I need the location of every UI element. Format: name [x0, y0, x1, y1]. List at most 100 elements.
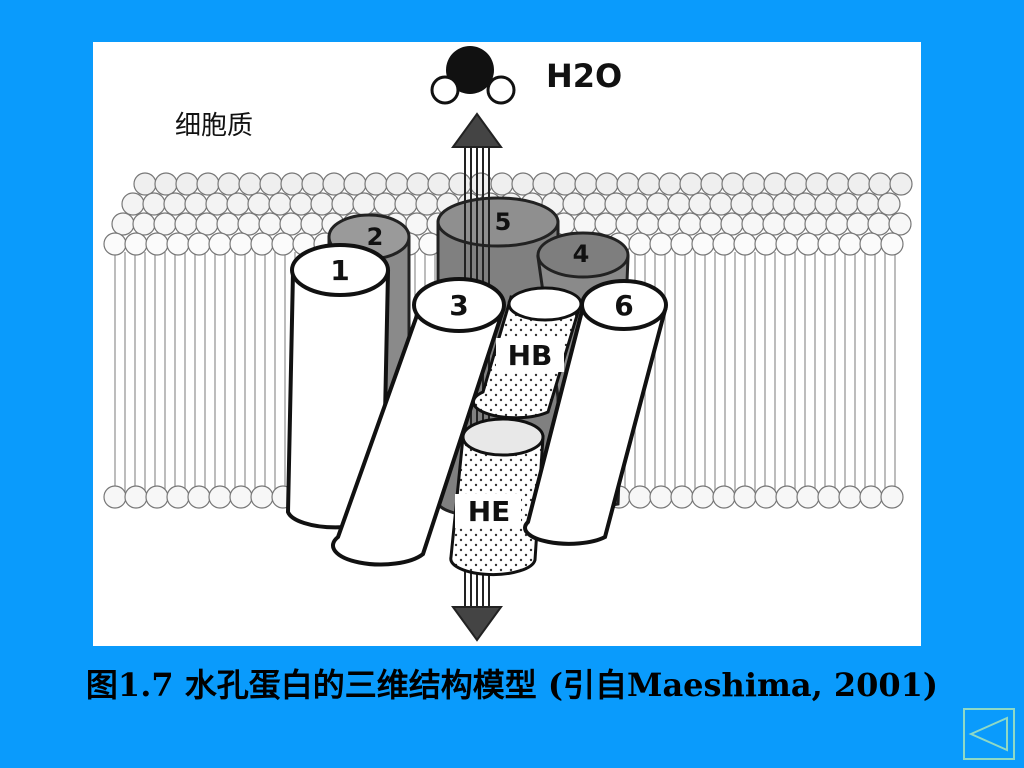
lipid-head [175, 172, 199, 196]
lipid-head [174, 212, 198, 236]
lipid-head [271, 232, 295, 256]
lipid-head [208, 232, 232, 256]
lipid-head [859, 485, 883, 509]
lipid-head [145, 232, 169, 256]
lipid-head [720, 212, 744, 236]
lipid-head [237, 212, 261, 236]
lipid-head [670, 485, 694, 509]
water-molecule-icon [430, 46, 516, 105]
lipid-head [111, 212, 135, 236]
lipid-head [166, 485, 190, 509]
lipid-head [595, 172, 619, 196]
lipid-head [187, 485, 211, 509]
figure-panel: 2 5 4 1 [93, 42, 921, 646]
lipid-head [649, 232, 673, 256]
lipid-head [280, 172, 304, 196]
lipid-head [888, 212, 912, 236]
lipid-head [742, 172, 766, 196]
lipid-head [796, 485, 820, 509]
helix-5-label: 5 [495, 208, 512, 236]
lipid-head [691, 485, 715, 509]
lipid-head [877, 192, 901, 216]
lipid-head [238, 172, 262, 196]
lipid-head [132, 212, 156, 236]
lipid-head [310, 192, 334, 216]
lipid-head [846, 212, 870, 236]
lipid-head [856, 192, 880, 216]
lipid-head [628, 232, 652, 256]
lipid-head [712, 232, 736, 256]
lipid-head [574, 172, 598, 196]
cytoplasm-label: 细胞质 [175, 111, 253, 141]
lipid-head [163, 192, 187, 216]
triangle-left-icon [968, 716, 1008, 752]
lipid-head [490, 172, 514, 196]
lipid-head [783, 212, 807, 236]
lipid-head [721, 172, 745, 196]
lipid-head [594, 212, 618, 236]
lipid-head [259, 172, 283, 196]
lipid-head [804, 212, 828, 236]
helix-6-label: 6 [614, 289, 633, 322]
lipid-head [103, 232, 127, 256]
lipid-head [793, 192, 817, 216]
lipid-head [880, 232, 904, 256]
lipid-head [775, 485, 799, 509]
lipid-head [247, 192, 271, 216]
helix-4-label: 4 [573, 240, 590, 268]
loop-hb: HB [472, 286, 583, 420]
lipid-head [838, 232, 862, 256]
lipid-head [406, 172, 430, 196]
lipid-head [709, 192, 733, 216]
loop-hb-label: HB [508, 339, 553, 372]
lipid-head [826, 172, 850, 196]
lipid-head [796, 232, 820, 256]
lipid-head [754, 485, 778, 509]
lipid-head [124, 232, 148, 256]
lipid-head [301, 172, 325, 196]
lipid-head [688, 192, 712, 216]
lipid-head [867, 212, 891, 236]
lipid-head [889, 172, 913, 196]
lipid-head [250, 485, 274, 509]
lipid-head [880, 485, 904, 509]
lipid-head [511, 172, 535, 196]
lipid-head [268, 192, 292, 216]
lipid-head [229, 485, 253, 509]
lipid-head [258, 212, 282, 236]
lipid-head [553, 172, 577, 196]
lipid-head [562, 192, 586, 216]
lipid-head [859, 232, 883, 256]
lipid-head [649, 485, 673, 509]
lipid-head [250, 232, 274, 256]
lipid-head [699, 212, 723, 236]
lipid-head [667, 192, 691, 216]
lipid-head [142, 192, 166, 216]
lipid-head [153, 212, 177, 236]
lipid-head [216, 212, 240, 236]
lipid-head [195, 212, 219, 236]
molecule-label: H2O [546, 57, 622, 95]
lipid-head [385, 172, 409, 196]
lipid-head [733, 232, 757, 256]
lipid-head [145, 485, 169, 509]
lipid-head [625, 192, 649, 216]
lipid-head [784, 172, 808, 196]
lipid-head [678, 212, 702, 236]
lipid-head [373, 192, 397, 216]
lipid-head [817, 485, 841, 509]
lipid-head [289, 192, 313, 216]
lipid-head [604, 192, 628, 216]
helix-1-label: 1 [330, 254, 349, 287]
loop-he-label: HE [468, 495, 511, 528]
helix-6: 6 [523, 279, 668, 546]
back-nav-button[interactable] [963, 708, 1015, 760]
lipid-head [628, 485, 652, 509]
lipid-head [205, 192, 229, 216]
helix-2-label: 2 [367, 223, 384, 251]
lipid-head [636, 212, 660, 236]
lipid-head [838, 485, 862, 509]
aquaporin-diagram: 2 5 4 1 [103, 46, 913, 642]
lipid-head [762, 212, 786, 236]
lipid-head [364, 172, 388, 196]
